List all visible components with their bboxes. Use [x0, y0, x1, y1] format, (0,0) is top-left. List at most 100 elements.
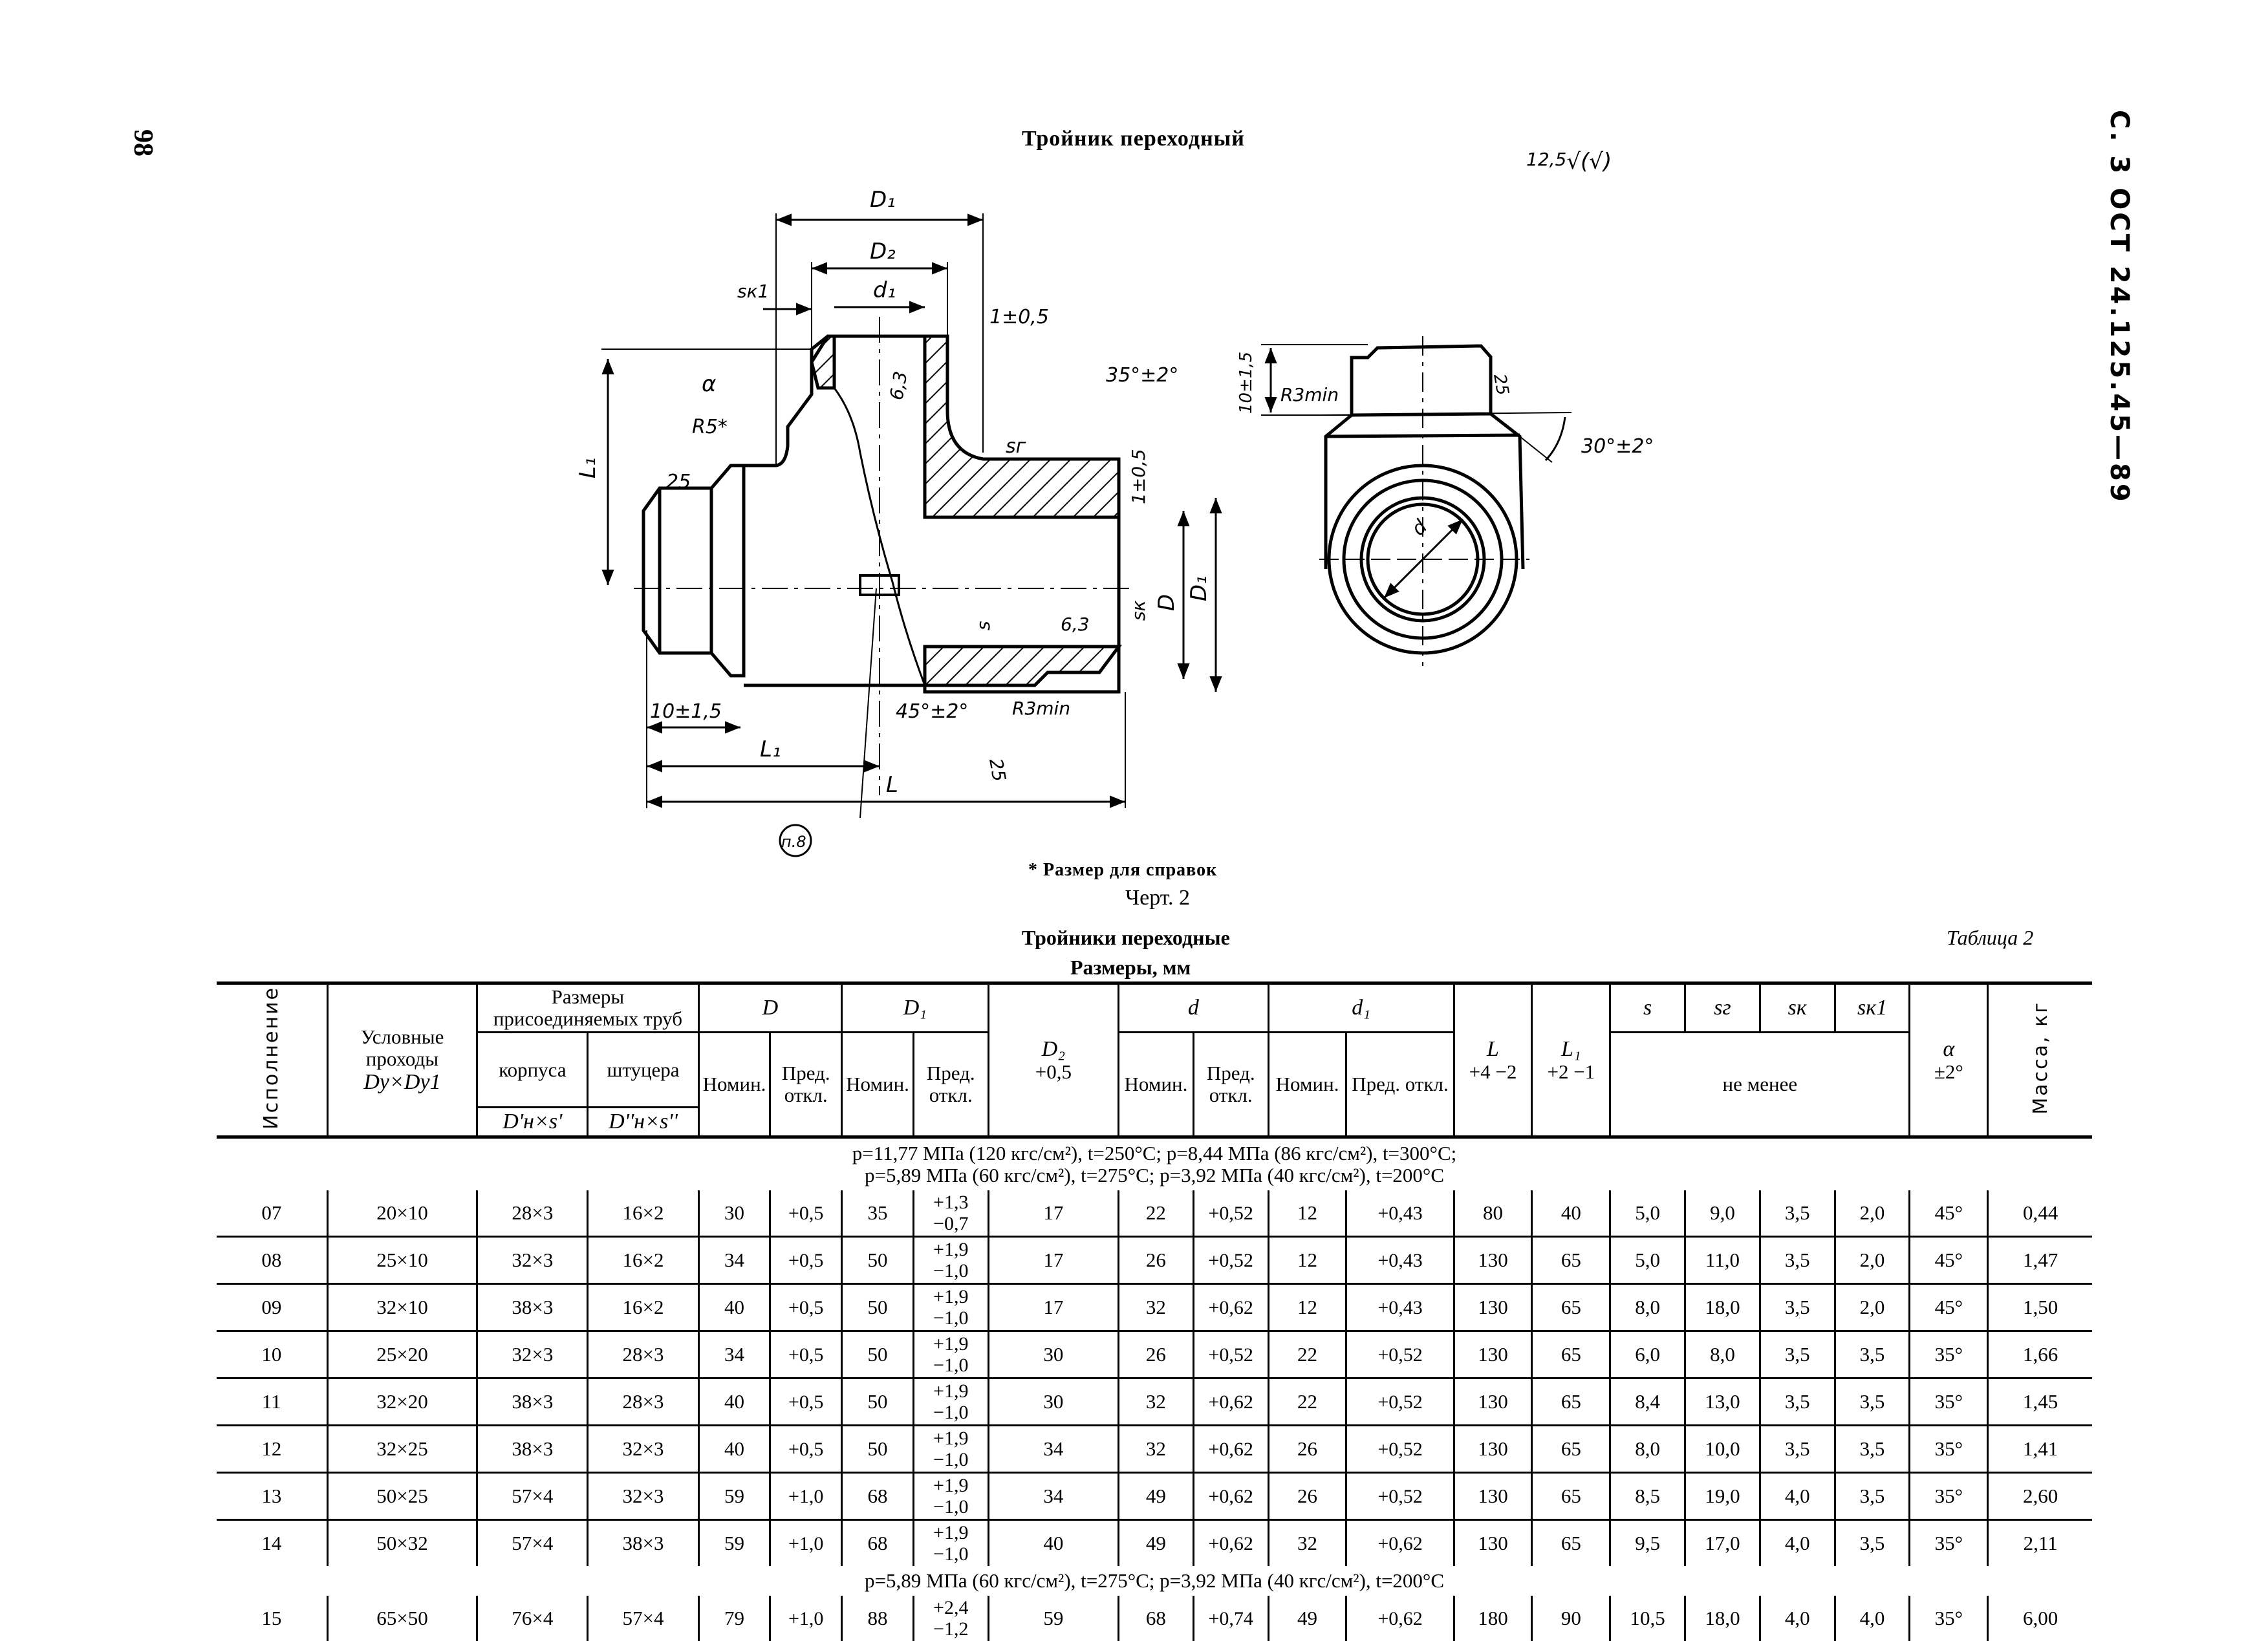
cell-sk1: 3,5: [1833, 1472, 1910, 1521]
cell-d1-tol: +1,9 −1,0: [912, 1283, 989, 1332]
label-rough-25-bottom: 25: [985, 756, 1010, 783]
cell-l: 130: [1453, 1378, 1532, 1426]
cell-d1: 35: [841, 1190, 914, 1238]
cell-sk1: 2,0: [1833, 1283, 1910, 1332]
side-label-rough-25: 25: [1489, 372, 1512, 397]
cell-d: 59: [697, 1519, 770, 1566]
cell-s: 5,0: [1609, 1236, 1685, 1285]
cell-body: 57×4: [476, 1472, 588, 1521]
cell-sg: 19,0: [1684, 1472, 1760, 1521]
cell-l: 180: [1453, 1596, 1532, 1641]
cell-l1: 65: [1531, 1236, 1610, 1285]
cell-d1: 26: [1267, 1425, 1346, 1474]
header-d: d: [1118, 981, 1269, 1034]
header-d1: d₁: [1267, 981, 1454, 1034]
cell-s: 8,5: [1609, 1472, 1685, 1521]
header-d-nom: Номин.: [1118, 1032, 1194, 1139]
cell-dy: 25×10: [326, 1236, 477, 1285]
cell-d2: 40: [987, 1519, 1119, 1566]
cell-mass: 2,60: [1987, 1472, 2092, 1521]
cell-d: 34: [697, 1236, 770, 1285]
pressure-condition: p=5,89 МПа (60 кгс/см²), t=275°C; p=3,92…: [864, 1569, 1445, 1592]
label-callout: п.8: [781, 833, 806, 851]
cell-l: 130: [1453, 1236, 1532, 1285]
header-nominal-bore: Условные проходы Dу×Dу1: [326, 981, 477, 1139]
cell-d1-tol: +1,9 −1,0: [912, 1472, 989, 1521]
pressure-condition-row: p=11,77 МПа (120 кгс/см²), t=250°C; p=8,…: [217, 1137, 2092, 1190]
header-L: L +4 −2: [1453, 981, 1532, 1139]
header-D1-dev: Пред. откл.: [912, 1032, 989, 1139]
cell-exec: 13: [217, 1472, 328, 1521]
cell-d1: 68: [841, 1519, 914, 1566]
cell-d2: 34: [987, 1425, 1119, 1474]
cell-body: 38×3: [476, 1378, 588, 1426]
cell-alpha: 45°: [1908, 1190, 1988, 1238]
cell-sk: 3,5: [1758, 1331, 1835, 1379]
right-section-top: [923, 334, 1121, 519]
drawing-title: Тройник переходный: [1022, 127, 1245, 151]
cell-d: 49: [1118, 1472, 1194, 1521]
cell-sg: 8,0: [1684, 1331, 1760, 1379]
header-D: D: [697, 981, 842, 1034]
header-body-sym: D'н×s': [476, 1107, 588, 1139]
cell-d2: 30: [987, 1331, 1119, 1379]
cell-body: 57×4: [476, 1519, 588, 1566]
cell-l1: 65: [1531, 1331, 1610, 1379]
cell-sg: 18,0: [1684, 1283, 1760, 1332]
cell-sg: 10,0: [1684, 1425, 1760, 1474]
cell-d1: 49: [1267, 1596, 1346, 1641]
label-alpha: α: [702, 371, 716, 397]
cell-sk: 3,5: [1758, 1236, 1835, 1285]
cell-d: 40: [697, 1425, 770, 1474]
cell-branch: 57×4: [587, 1596, 699, 1641]
cell-d1-tol: +1,9 −1,0: [912, 1331, 989, 1379]
cell-mass: 6,00: [1987, 1596, 2092, 1641]
cell-d1: 50: [841, 1331, 914, 1379]
cell-d1-tol: +0,52: [1345, 1331, 1454, 1379]
label-tol-1-vertical: 1±0,5: [1128, 449, 1149, 504]
label-angle-35: 35°±2°: [1106, 364, 1178, 387]
right-section-bottom: [923, 645, 1122, 687]
cell-d2: 34: [987, 1472, 1119, 1521]
cell-s: 8,4: [1609, 1378, 1685, 1426]
header-d1-dev: Пред. откл.: [1345, 1032, 1454, 1139]
header-not-less: не менее: [1609, 1031, 1910, 1139]
header-D-dev: Пред. откл.: [769, 1032, 842, 1139]
cell-dy: 32×25: [326, 1425, 477, 1474]
header-mass: Масса, кг: [1987, 981, 2092, 1139]
cell-d: 26: [1118, 1331, 1194, 1379]
cell-sk1: 3,5: [1833, 1331, 1910, 1379]
cell-sg: 9,0: [1684, 1190, 1760, 1238]
cell-l: 130: [1453, 1472, 1532, 1521]
cell-d2: 17: [987, 1190, 1119, 1238]
header-sk: sк: [1758, 981, 1835, 1033]
cell-d: 22: [1118, 1190, 1194, 1238]
cell-branch: 28×3: [587, 1378, 699, 1426]
header-body: корпуса: [476, 1032, 588, 1109]
side-view: [1261, 336, 1572, 666]
label-d1: d₁: [873, 277, 896, 303]
cell-d1: 50: [841, 1378, 914, 1426]
cell-d: 40: [697, 1378, 770, 1426]
cell-d2: 30: [987, 1378, 1119, 1426]
label-sg: sг: [1006, 435, 1026, 458]
header-sk1: sк1: [1833, 981, 1910, 1033]
table-title: Тройники переходные: [1022, 926, 1230, 949]
side-view-body: [1324, 413, 1525, 570]
cell-d1: 26: [1267, 1472, 1346, 1521]
left-spigot-outline: [642, 464, 746, 678]
roughness-mark: 12,5√(√): [1526, 149, 1612, 175]
label-s: s: [973, 621, 994, 630]
cell-sg: 17,0: [1684, 1519, 1760, 1566]
label-D1: D₁: [870, 187, 896, 213]
cell-alpha: 35°: [1908, 1596, 1988, 1641]
callout-circle: [779, 824, 812, 857]
cell-mass: 1,66: [1987, 1331, 2092, 1379]
cell-d-tol: +0,52: [1192, 1331, 1269, 1379]
cell-s: 6,0: [1609, 1331, 1685, 1379]
